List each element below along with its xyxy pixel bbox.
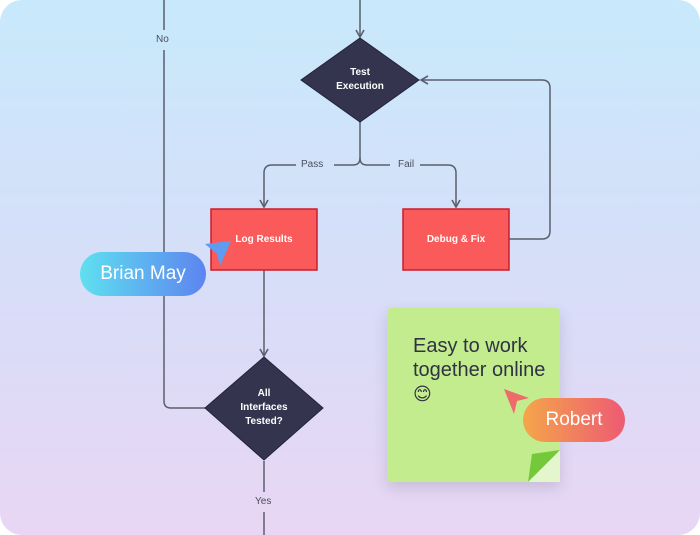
decision-test-execution bbox=[300, 37, 420, 123]
collaborator-tag-robert: Robert bbox=[523, 398, 625, 442]
connector-debug-loop bbox=[419, 75, 551, 240]
connector-no-loop-lower bbox=[163, 50, 205, 409]
edge-label-pass: Pass bbox=[301, 159, 324, 170]
label-log-results: Log Results bbox=[235, 233, 293, 245]
label-test-execution: Test Execution bbox=[336, 67, 384, 92]
collaborator-name-brian: Brian May bbox=[100, 263, 186, 284]
process-log-results bbox=[210, 208, 318, 271]
sticky-note-message: Easy to work together online bbox=[413, 335, 546, 381]
label-all-interfaces-tested: All Interfaces Tested? bbox=[240, 388, 288, 427]
connector-fail bbox=[420, 164, 461, 209]
cursor-pointer-icon bbox=[504, 389, 529, 414]
smile-emoji-icon: 😊 bbox=[413, 384, 432, 404]
edge-label-fail: Fail bbox=[398, 159, 415, 170]
connector-split bbox=[334, 122, 361, 166]
connector-pass bbox=[259, 164, 296, 209]
collaborator-name-robert: Robert bbox=[545, 409, 603, 430]
edge-label-yes: Yes bbox=[255, 496, 272, 507]
page-fold-icon bbox=[528, 450, 560, 482]
connector-split-right bbox=[359, 157, 390, 166]
edge-label-no: No bbox=[156, 34, 169, 45]
process-debug-fix bbox=[402, 208, 510, 271]
cursor-pointer-icon bbox=[205, 241, 231, 266]
collaborator-tag-brian: Brian May bbox=[80, 252, 206, 296]
sticky-note[interactable]: Easy to work together online 😊 bbox=[387, 308, 560, 482]
label-debug-fix: Debug & Fix bbox=[426, 233, 486, 245]
sticky-note-text: Easy to work together online 😊 bbox=[413, 334, 553, 406]
decision-all-interfaces-tested bbox=[204, 356, 324, 461]
